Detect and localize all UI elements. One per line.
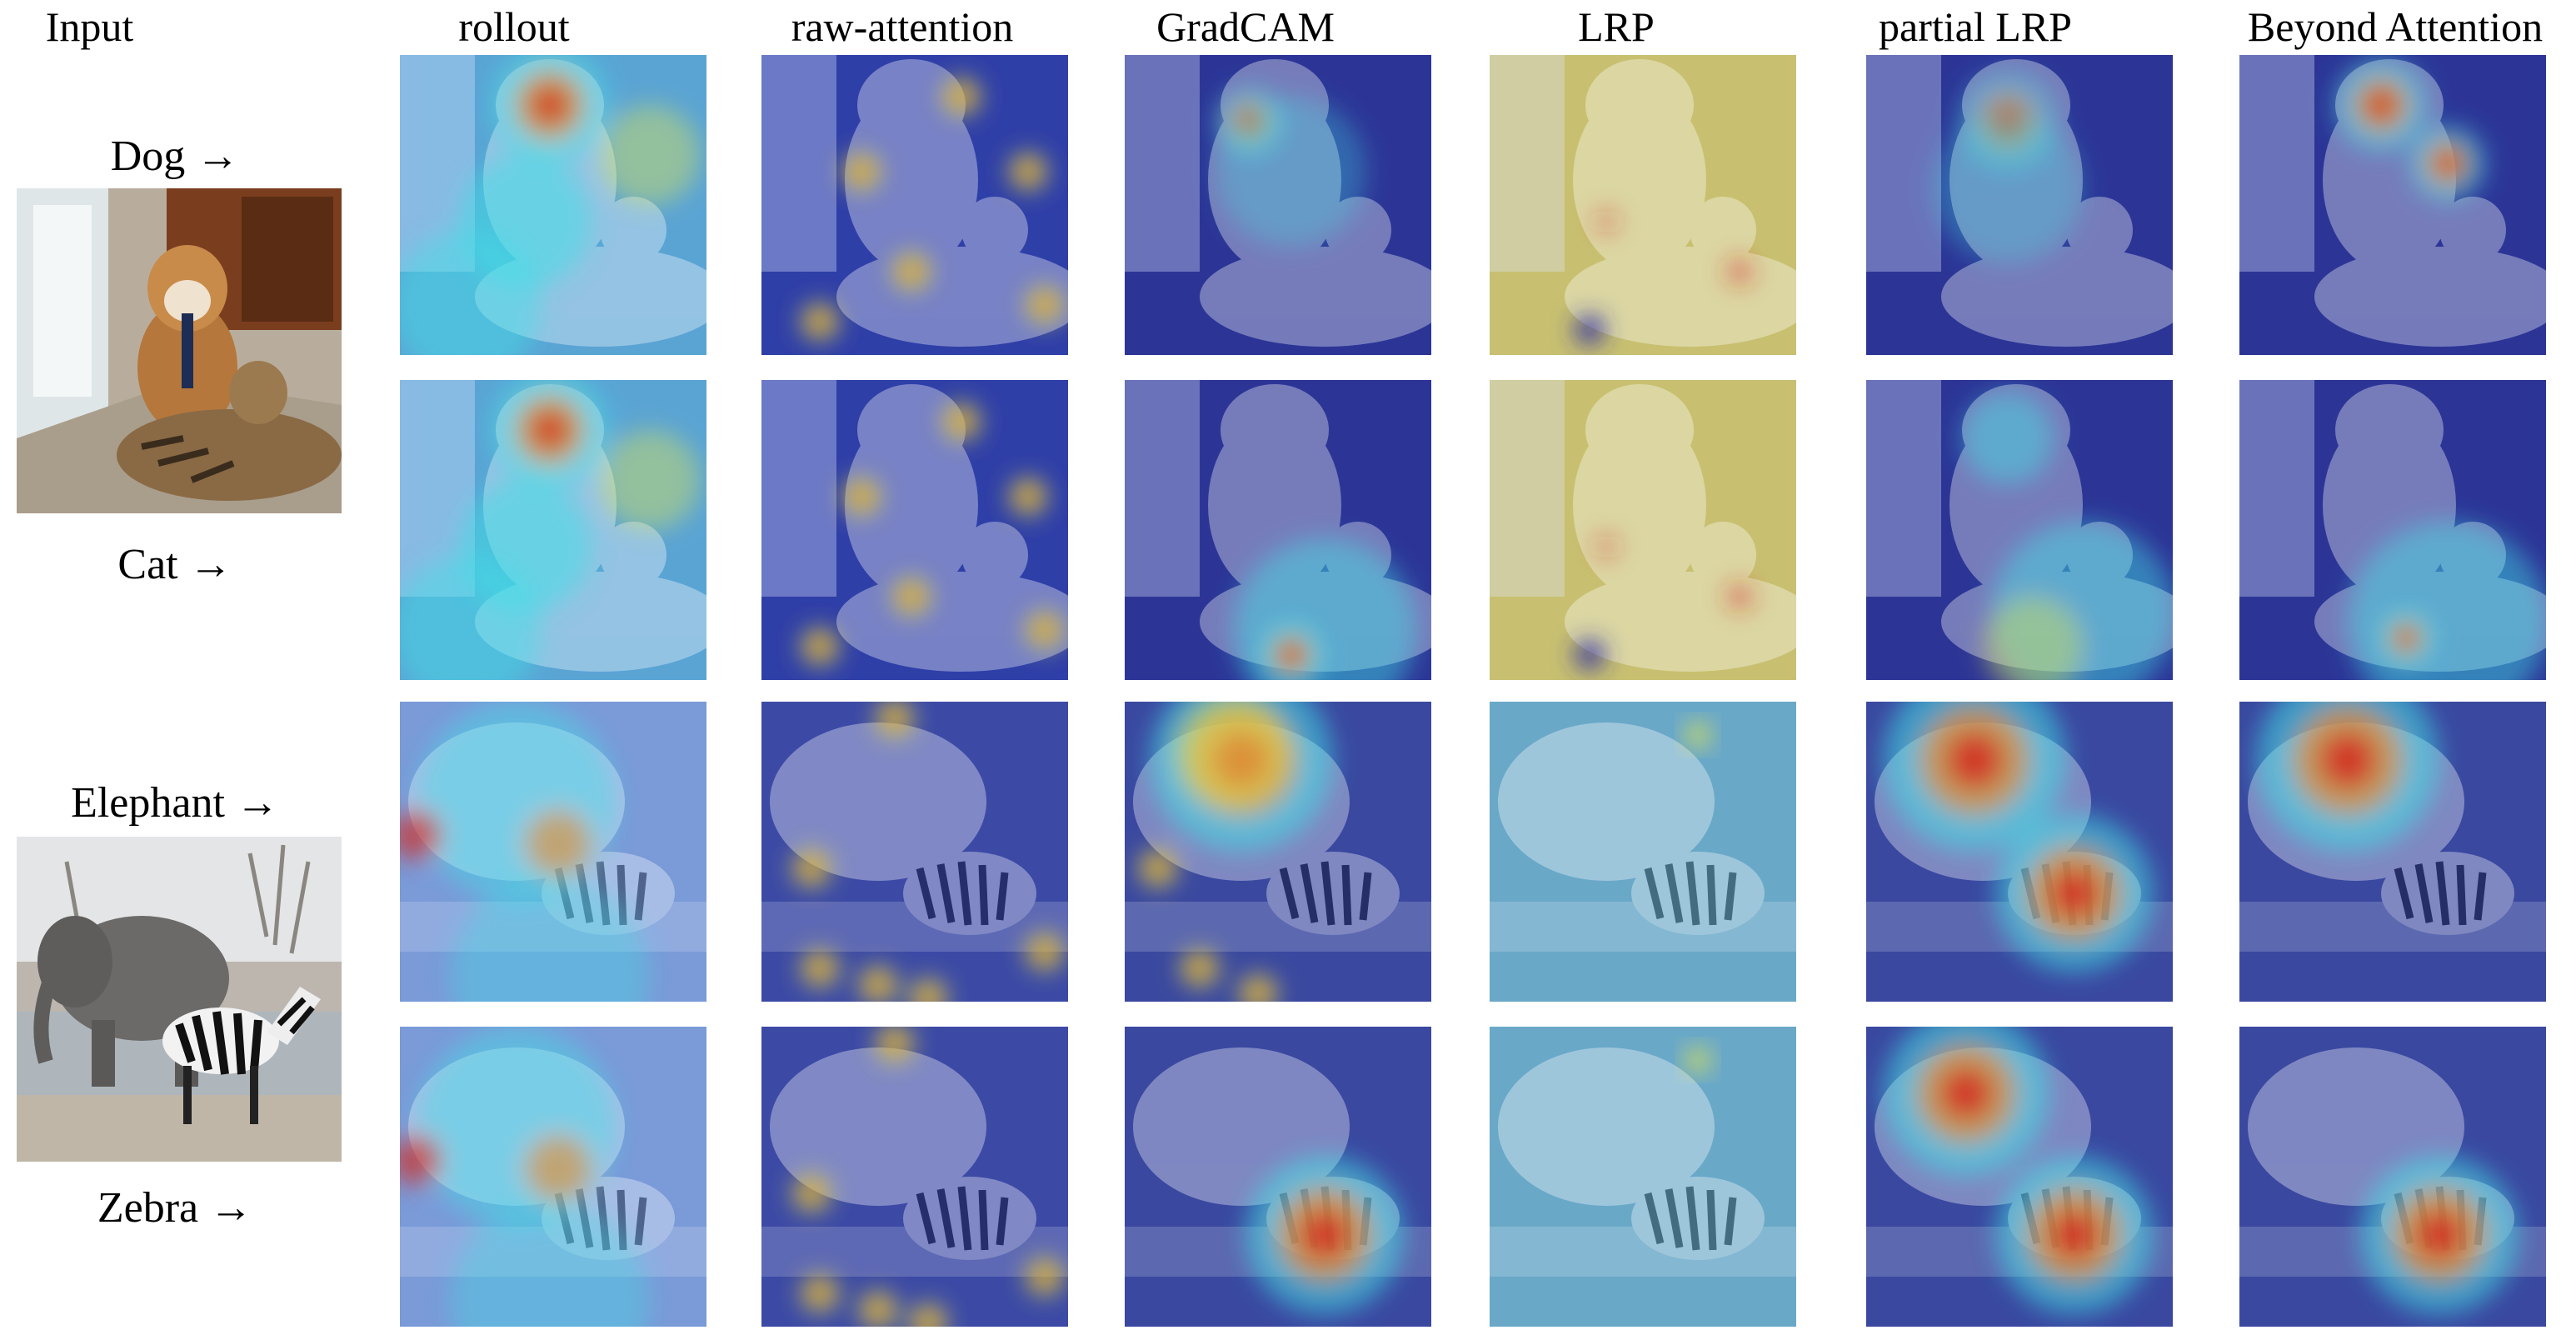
heatmap-elephant-raw-attention: [761, 702, 1068, 1002]
heatmap-cat-gradcam: [1125, 380, 1431, 680]
heatmap-cat-lrp: [1490, 380, 1796, 680]
column-header-beyond-attention: Beyond Attention: [2247, 3, 2544, 50]
heatmap-zebra-gradcam: [1125, 1027, 1431, 1327]
heatmap-zebra-rollout: [400, 1027, 706, 1327]
heatmap-elephant-beyond-attention: [2239, 702, 2546, 1002]
row-label-cat: Cat →: [117, 541, 232, 588]
heatmap-zebra-raw-attention: [761, 1027, 1068, 1327]
heatmap-cat-beyond-attention: [2239, 380, 2546, 680]
heatmap-cat-partial-lrp: [1866, 380, 2173, 680]
heatmap-cat-raw-attention: [761, 380, 1068, 680]
row-label-elephant: Elephant →: [71, 779, 279, 827]
heatmap-elephant-partial-lrp: [1866, 702, 2173, 1002]
heatmap-elephant-gradcam: [1125, 702, 1431, 1002]
column-header-lrp: LRP: [1578, 3, 1655, 50]
row-label-dog: Dog →: [110, 132, 240, 180]
heatmap-zebra-beyond-attention: [2239, 1027, 2546, 1327]
heatmap-elephant-rollout: [400, 702, 706, 1002]
heatmap-dog-raw-attention: [761, 55, 1068, 355]
heatmap-zebra-partial-lrp: [1866, 1027, 2173, 1327]
column-header-gradcam: GradCAM: [1156, 3, 1335, 50]
heatmap-elephant-lrp: [1490, 702, 1796, 1002]
column-header-partial-lrp: partial LRP: [1879, 3, 2072, 50]
heatmap-dog-beyond-attention: [2239, 55, 2546, 355]
heatmap-dog-rollout: [400, 55, 706, 355]
heatmap-zebra-lrp: [1490, 1027, 1796, 1327]
elephant-zebra-input-image: [17, 837, 342, 1162]
row-label-zebra: Zebra →: [97, 1184, 253, 1232]
heatmap-cat-rollout: [400, 380, 706, 680]
heatmap-dog-gradcam: [1125, 55, 1431, 355]
column-header-raw-attention: raw-attention: [791, 3, 1014, 50]
dog-cat-input-image: [17, 188, 342, 513]
input-column-header: Input: [45, 3, 134, 50]
heatmap-dog-partial-lrp: [1866, 55, 2173, 355]
heatmap-dog-lrp: [1490, 55, 1796, 355]
column-header-rollout: rollout: [458, 3, 570, 50]
